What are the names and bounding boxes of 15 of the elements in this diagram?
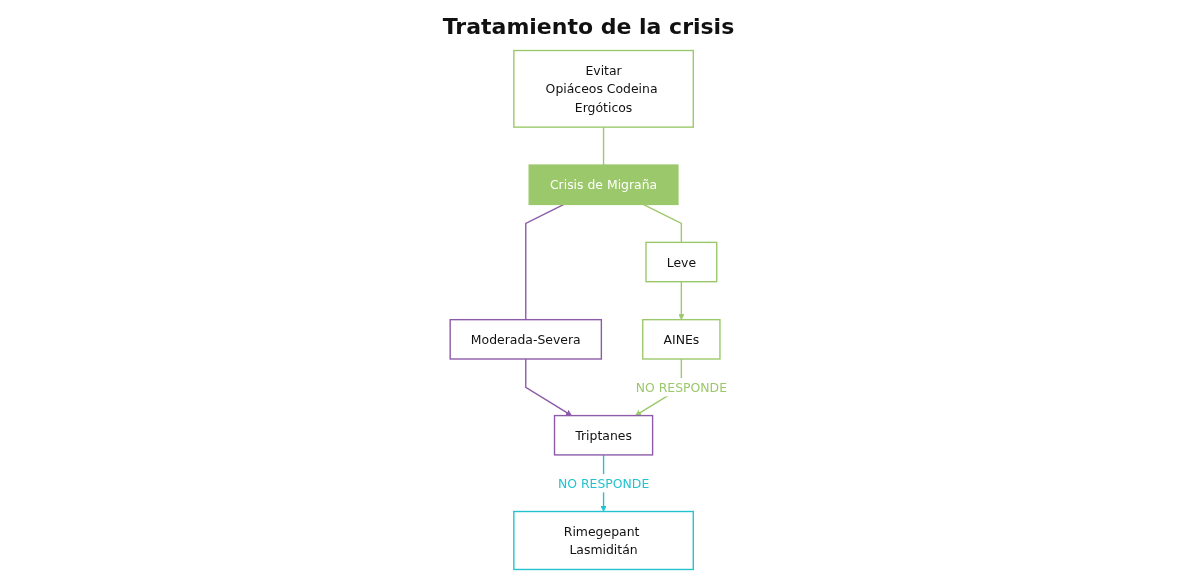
connector: [642, 203, 682, 244]
diagram-title: Tratamiento de la crisis: [441, 14, 736, 39]
node-box: Rimegepant Lasmiditán: [513, 510, 694, 571]
edge-label: NO RESPONDE: [557, 475, 650, 491]
arrow: [524, 358, 572, 416]
arrow: [678, 281, 685, 320]
node-box: Moderada-Severa: [449, 318, 602, 360]
node-box: Triptanes: [553, 414, 654, 456]
node-box: Crisis de Migraña: [528, 164, 679, 206]
node-box: Leve: [645, 241, 718, 283]
node-box: Evitar Opiáceos Codeina Ergóticos: [513, 49, 694, 128]
connector: [524, 203, 565, 321]
node-box: AINEs: [641, 318, 721, 360]
connector: [602, 126, 605, 166]
edge-label: NO RESPONDE: [635, 380, 727, 395]
